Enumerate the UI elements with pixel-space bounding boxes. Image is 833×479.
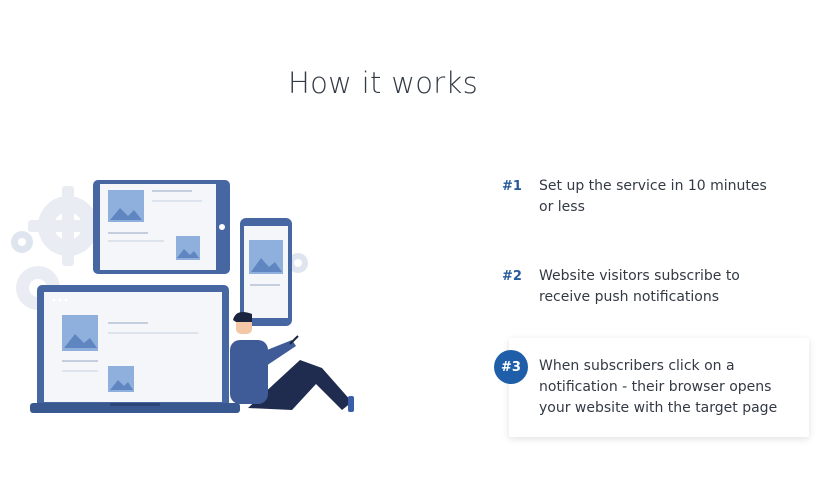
gear-icon	[11, 231, 33, 253]
step-number-badge: #3	[494, 350, 528, 384]
gear-icon	[288, 253, 308, 273]
step-number: #1	[502, 179, 522, 194]
step-description: When subscribers click on a notification…	[539, 358, 778, 416]
step-1: #1 Set up the service in 10 minutes or l…	[494, 176, 810, 218]
step-description: Set up the service in 10 minutes or less	[539, 178, 767, 215]
phone-icon	[240, 218, 292, 326]
devices-illustration	[11, 180, 354, 413]
section-title: How it works	[287, 66, 479, 100]
step-description: Website visitors subscribe to receive pu…	[539, 268, 740, 305]
step-number: #2	[502, 269, 522, 284]
step-3-card: #3 When subscribers click on a notificat…	[494, 338, 809, 437]
person-figure	[230, 312, 354, 412]
step-2: #2 Website visitors subscribe to receive…	[494, 266, 810, 308]
tablet-icon	[93, 180, 230, 274]
laptop-icon	[30, 285, 240, 413]
gear-icon	[28, 186, 108, 266]
